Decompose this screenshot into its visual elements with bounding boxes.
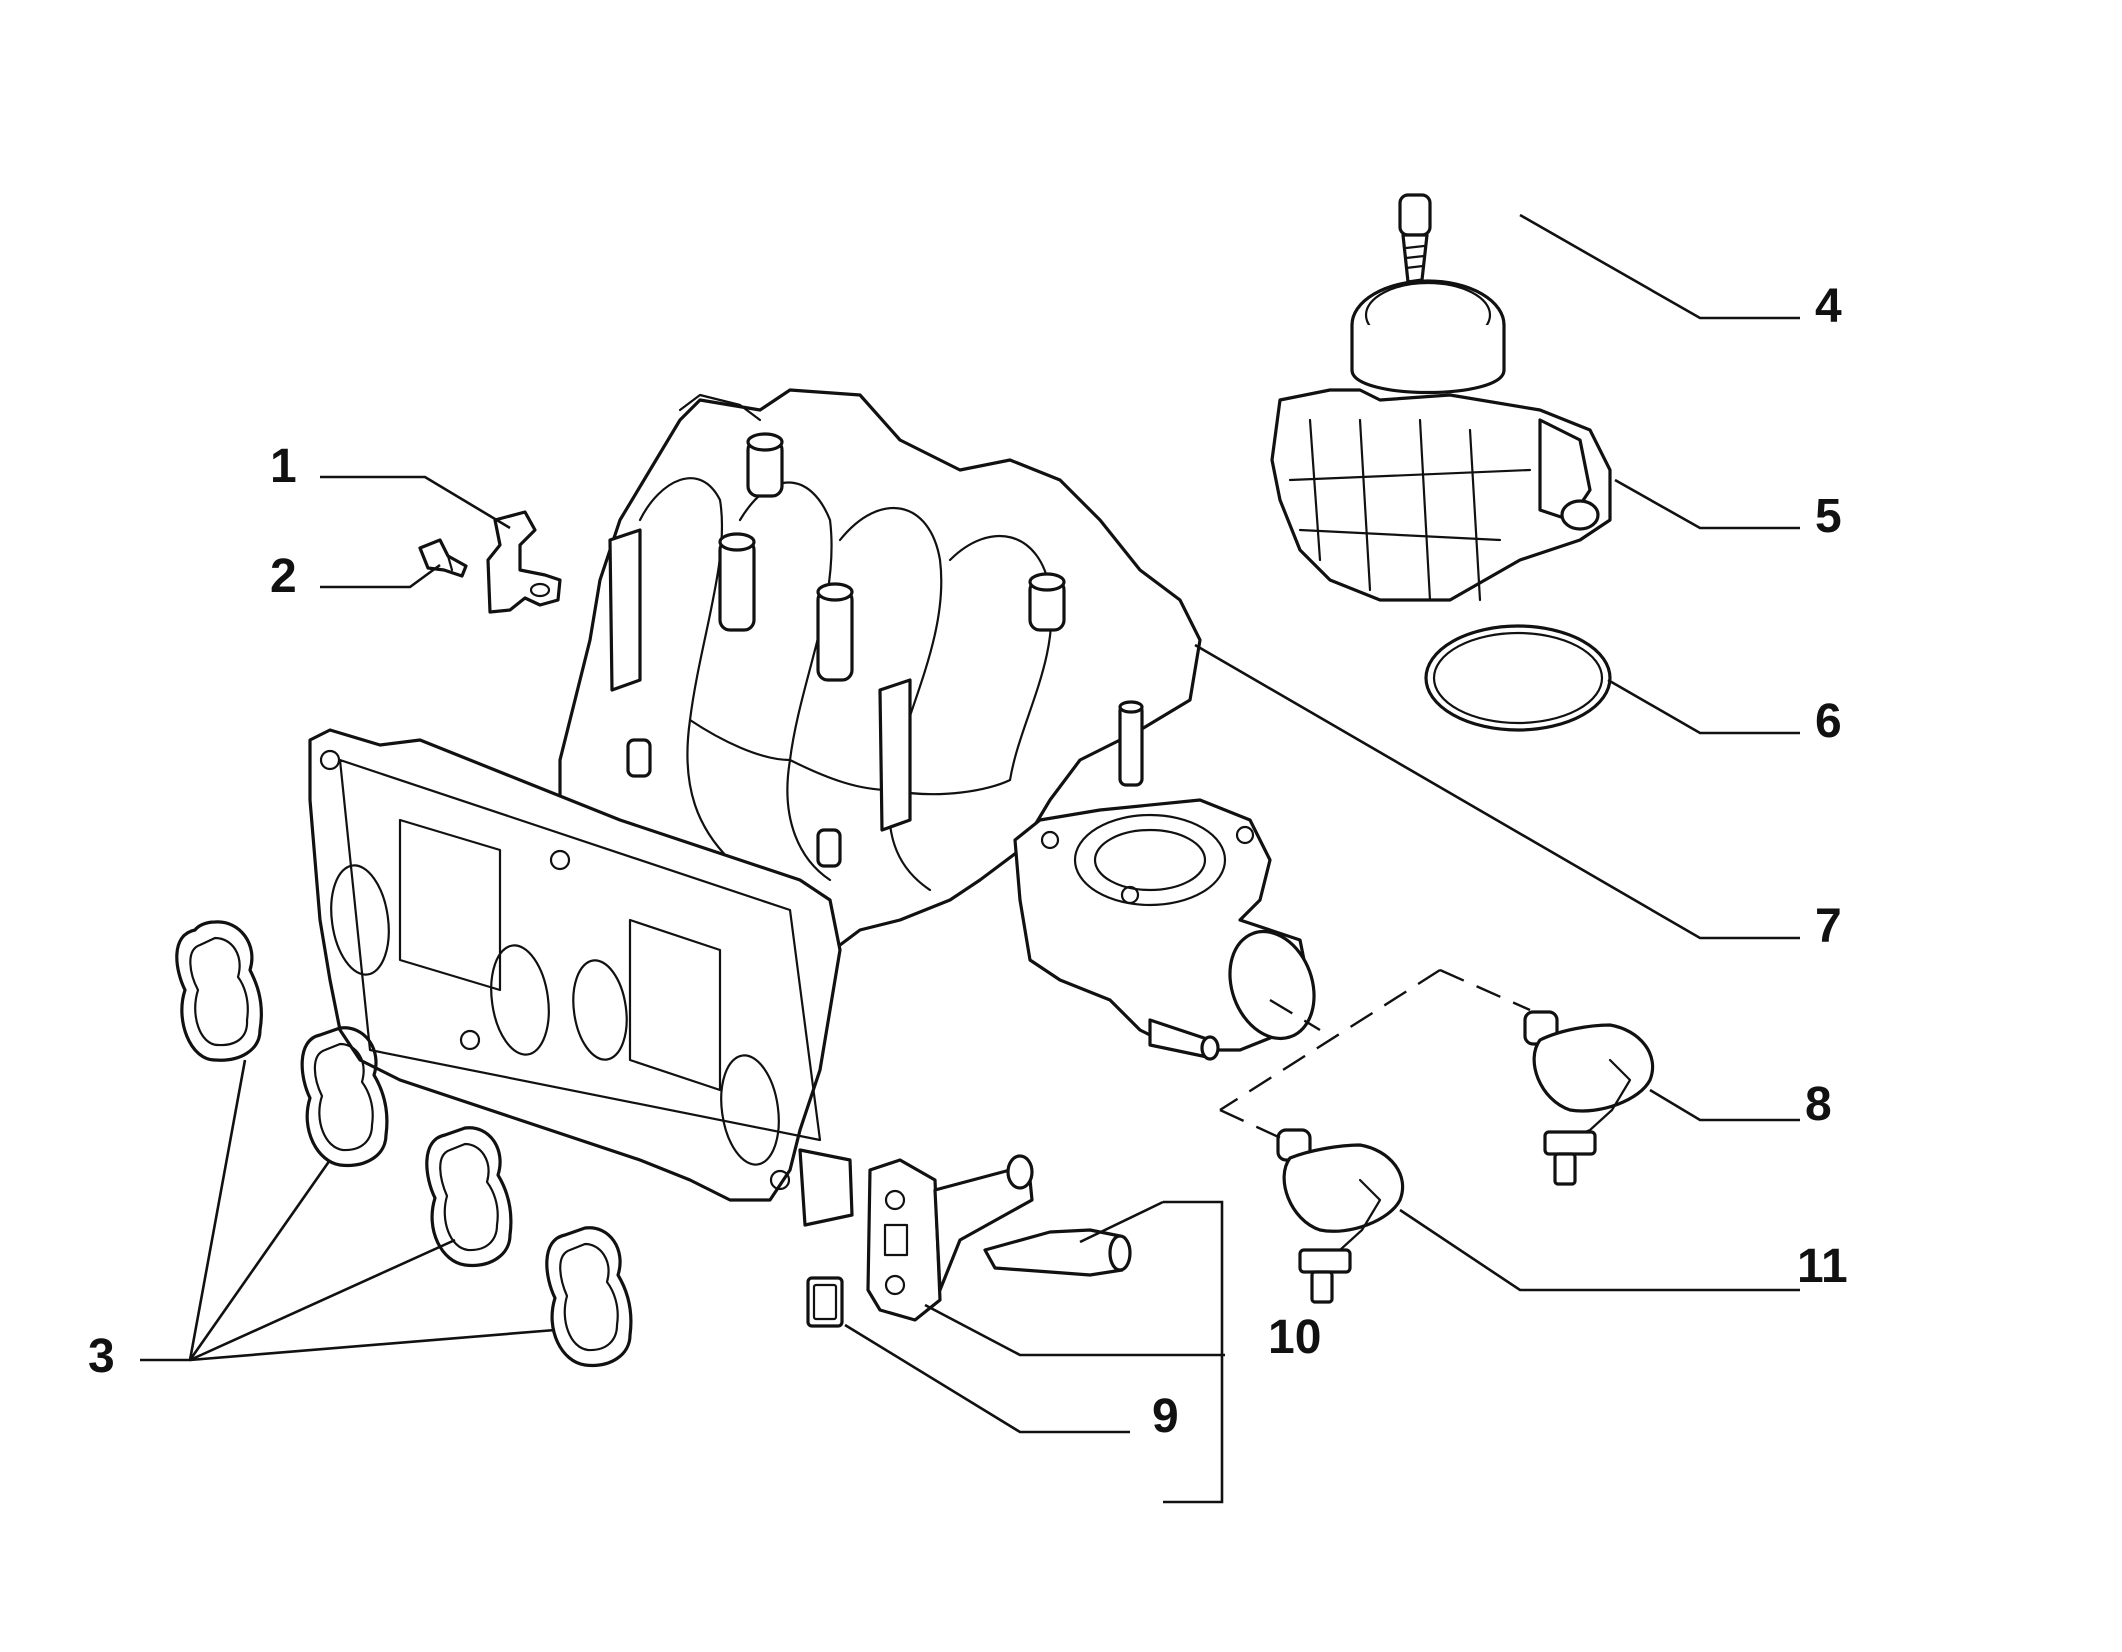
leader-8 xyxy=(1649,1088,1800,1122)
callout-7: 7 xyxy=(1815,900,1842,953)
callout-9: 9 xyxy=(1152,1390,1179,1443)
throttle-screw-part xyxy=(1398,193,1432,284)
callout-11: 11 xyxy=(1797,1240,1848,1293)
callout-5: 5 xyxy=(1815,490,1842,543)
leader-4 xyxy=(1519,213,1800,320)
callout-3: 3 xyxy=(88,1330,115,1383)
o-ring-part xyxy=(1424,624,1612,732)
throttle-body-part xyxy=(1270,279,1612,602)
callout-2: 2 xyxy=(270,550,297,603)
callout-6: 6 xyxy=(1815,695,1842,748)
leader-5 xyxy=(1614,478,1800,530)
leader-3c xyxy=(189,1238,456,1362)
leader-11 xyxy=(1399,1208,1800,1292)
manifold-flange xyxy=(308,728,854,1227)
callout-8: 8 xyxy=(1805,1078,1832,1131)
leader-10-sensor xyxy=(1079,1200,1164,1244)
leader-3b xyxy=(188,1159,332,1361)
sensor-seal-part xyxy=(806,1276,844,1328)
leader-10-bracket xyxy=(1163,1200,1224,1504)
alignment-line-8 xyxy=(1439,968,1531,1012)
leader-7 xyxy=(1194,643,1800,940)
alignment-line-11 xyxy=(1219,1108,1286,1142)
valve-connector-upper-part xyxy=(1523,1010,1655,1186)
callout-labels: 1 2 3 4 5 6 7 8 9 10 11 xyxy=(88,280,1848,1443)
leader-3d xyxy=(189,1328,556,1362)
manifold-inlet xyxy=(1013,700,1316,1061)
alignment-line-upper xyxy=(1269,998,1321,1032)
leader-1 xyxy=(320,475,511,530)
leader-9 xyxy=(844,1323,1130,1434)
callout-1: 1 xyxy=(270,440,297,493)
callout-4: 4 xyxy=(1815,280,1842,333)
leader-10 xyxy=(924,1303,1225,1357)
valve-connector-lower-part xyxy=(1276,1128,1405,1304)
screw-part xyxy=(418,538,468,578)
leader-2 xyxy=(320,563,441,589)
callout-10: 10 xyxy=(1268,1311,1321,1364)
leader-6 xyxy=(1607,678,1800,735)
intake-port-gaskets xyxy=(175,920,633,1368)
leader-lines xyxy=(140,213,1800,1504)
bracket-part xyxy=(486,510,562,614)
alignment-line-diagonal xyxy=(1219,968,1441,1112)
sensor-bracket-part xyxy=(866,1154,1132,1322)
leader-3a xyxy=(140,1059,247,1362)
